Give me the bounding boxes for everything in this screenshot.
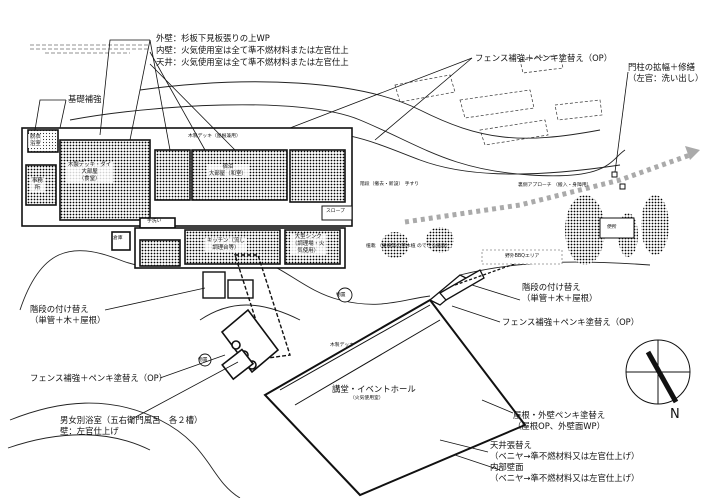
label-ceiling-interior: 天井張替え （ベニヤ→準不燃材料又は左官仕上げ） 内部壁面 （ベニヤ→準不燃材料… bbox=[490, 440, 640, 483]
room-hall-sub: （火気使用室） bbox=[350, 396, 384, 401]
label-fence-left: フェンス補強＋ペンキ塗替え（OP） bbox=[30, 373, 168, 383]
room-kitchen: キッチン（流し 調理台等） bbox=[205, 238, 247, 252]
room-shed2: 物置 bbox=[198, 358, 208, 363]
room-kitchen2: 大型シンク （調理場・火 気使用） bbox=[290, 234, 327, 255]
room-storage: 倉庫 bbox=[113, 236, 123, 241]
room-ramp: 階段（撤去・新設） 手すり bbox=[360, 182, 420, 187]
bbq-area bbox=[481, 249, 563, 265]
label-fence-right: フェンス補強＋ペンキ塗替え（OP） bbox=[502, 317, 640, 327]
room-hall: 講堂・イベントホール bbox=[332, 384, 416, 394]
event-hall bbox=[263, 298, 527, 497]
room-toilet-right: 便所 bbox=[607, 225, 617, 230]
room-side: 事務 所 bbox=[30, 178, 45, 192]
hatched-boundary bbox=[30, 44, 150, 54]
compass bbox=[625, 339, 691, 405]
toilet-right-box bbox=[599, 217, 635, 239]
trees bbox=[381, 195, 669, 265]
room-deck-top: 木製デッキ（屋根兼用） bbox=[188, 134, 241, 139]
label-ceiling: 天井：火気使用室は全て準不燃材料または左官仕上 bbox=[156, 57, 349, 67]
bath-house bbox=[220, 308, 280, 381]
label-bath: 男女別浴室（五右衛門風呂 各２槽） 壁：左官仕上げ bbox=[60, 415, 203, 436]
room-plants: 植栽 （果樹等の苗木植 のできる植栽） bbox=[366, 244, 451, 249]
approach-arrow bbox=[404, 152, 691, 225]
label-roof-paint: 屋根・外壁ペンキ塗替え （屋根OP、外壁面WP） bbox=[513, 410, 606, 431]
leader-lines bbox=[34, 39, 629, 471]
room-bbq: 野外BBQエリア bbox=[505, 254, 540, 259]
label-stairs-right: 階段の付け替え （単管＋木＋屋根） bbox=[522, 282, 598, 303]
compass-north: N bbox=[670, 407, 680, 422]
room-small1: 手洗い bbox=[147, 219, 162, 224]
dashed-structures bbox=[394, 54, 603, 146]
label-interior-wall: 内壁：火気使用室は全て準不燃材料または左官仕上 bbox=[156, 45, 349, 55]
slope bbox=[321, 140, 353, 221]
gate-pillar bbox=[611, 171, 618, 178]
approach-arrowhead bbox=[685, 146, 700, 160]
stairs-right bbox=[428, 261, 521, 306]
label-stairs-left: 階段の付け替え （単管＋木＋屋根） bbox=[30, 304, 106, 325]
room-corner: 脱衣 浴室 bbox=[28, 134, 43, 148]
room-2: 宿泊 大部屋（和室） bbox=[207, 164, 249, 178]
room-slope: スロープ bbox=[326, 209, 345, 214]
sheds bbox=[198, 287, 353, 367]
room-approach: 裏側アプローチ （搬入・身障用） bbox=[518, 183, 592, 188]
label-fence-top: フェンス補強＋ペンキ塗替え（OP） bbox=[475, 53, 613, 63]
room-shed1: 物置 bbox=[336, 293, 346, 298]
label-gate-pillar: 門柱の拡幅＋修繕 （左官：洗い出し） bbox=[628, 62, 704, 83]
room-main: 木製デッキ・ダイ 大部屋 （食堂） bbox=[66, 162, 114, 183]
label-foundation: 基礎補強 bbox=[68, 94, 102, 104]
stairs-left bbox=[202, 254, 291, 359]
room-deck-hall: 木製デッキ bbox=[330, 343, 354, 348]
label-exterior-wall: 外壁：杉板下見板張りの上WP bbox=[156, 33, 270, 43]
